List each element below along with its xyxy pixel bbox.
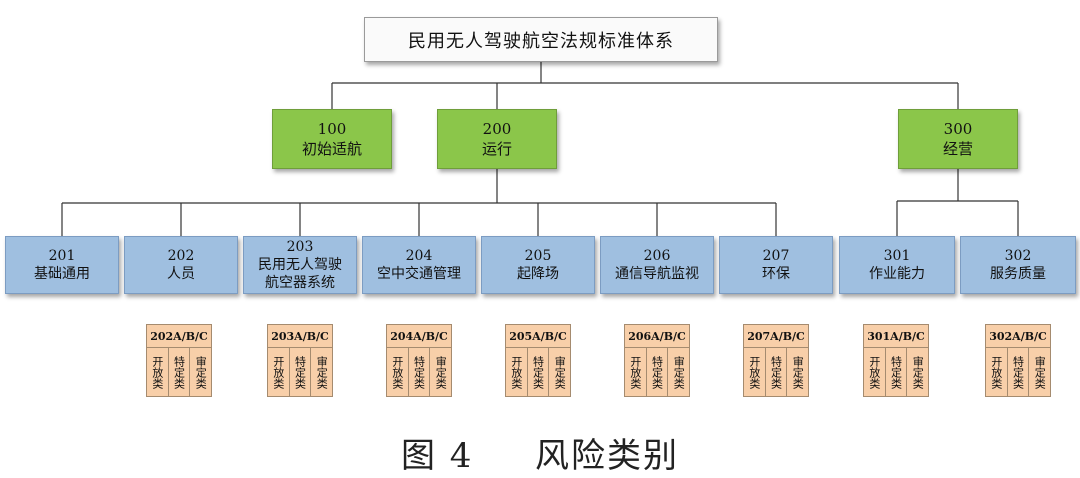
node-100-code: 100	[317, 120, 347, 138]
node-200-name: 运行	[481, 140, 512, 158]
node-203-name: 民用无人驾驶	[258, 257, 342, 273]
node-300-code: 300	[943, 120, 973, 138]
node-200-code: 200	[482, 120, 512, 138]
category-certified: 审定类	[315, 356, 329, 389]
category-certified: 审定类	[911, 356, 925, 389]
node-205-name: 起降场	[517, 266, 559, 282]
category-open: 开放类	[864, 348, 886, 397]
node-206-name: 通信导航监视	[615, 266, 699, 282]
risk-group-202: 202A/B/C 开放类 特定类 审定类	[146, 324, 212, 397]
node-207-code: 207	[762, 248, 790, 264]
category-open: 开放类	[387, 348, 409, 397]
category-certified: 审定类	[434, 356, 448, 389]
node-302: 302 服务质量	[960, 236, 1076, 294]
risk-group-301: 301A/B/C 开放类 特定类 审定类	[863, 324, 929, 397]
node-205-code: 205	[524, 248, 552, 264]
node-301: 301 作业能力	[839, 236, 955, 294]
node-204: 204 空中交通管理	[362, 236, 476, 294]
node-203: 203 民用无人驾驶 航空器系统	[243, 236, 357, 294]
root-node: 民用无人驾驶航空法规标准体系	[364, 17, 718, 62]
risk-group-205: 205A/B/C 开放类 特定类 审定类	[505, 324, 571, 397]
risk-group-207: 207A/B/C 开放类 特定类 审定类	[743, 324, 809, 397]
node-203-name-line2: 航空器系统	[265, 275, 335, 291]
node-301-name: 作业能力	[869, 266, 925, 282]
node-300-name: 经营	[942, 140, 973, 158]
node-301-code: 301	[883, 248, 911, 264]
risk-group-header: 204A/B/C	[387, 325, 451, 348]
node-202-name: 人员	[167, 266, 195, 282]
risk-group-header: 302A/B/C	[986, 325, 1050, 348]
category-certified: 审定类	[672, 356, 686, 389]
figure-label: 图 4	[400, 436, 474, 476]
node-207-name: 环保	[762, 266, 790, 282]
node-204-code: 204	[405, 248, 433, 264]
risk-group-header: 203A/B/C	[268, 325, 332, 348]
category-specific: 特定类	[766, 348, 788, 397]
node-201-name: 基础通用	[34, 266, 90, 282]
category-certified: 审定类	[791, 356, 805, 389]
risk-group-header: 206A/B/C	[625, 325, 689, 348]
node-207: 207 环保	[719, 236, 833, 294]
node-201: 201 基础通用	[5, 236, 119, 294]
category-specific: 特定类	[886, 348, 908, 397]
category-certified: 审定类	[1033, 356, 1047, 389]
figure-caption: 图 4 风险类别	[0, 428, 1080, 477]
risk-group-header: 205A/B/C	[506, 325, 570, 348]
risk-group-header: 301A/B/C	[864, 325, 928, 348]
node-300: 300 经营	[898, 109, 1018, 169]
category-open: 开放类	[986, 348, 1008, 397]
node-200: 200 运行	[437, 109, 557, 169]
category-specific: 特定类	[1008, 348, 1030, 397]
risk-group-header: 202A/B/C	[147, 325, 211, 348]
node-100: 100 初始适航	[272, 109, 392, 169]
category-open: 开放类	[744, 348, 766, 397]
node-203-code: 203	[286, 239, 314, 255]
category-specific: 特定类	[647, 348, 669, 397]
category-specific: 特定类	[169, 348, 191, 397]
node-100-name: 初始适航	[301, 140, 362, 158]
figure-title: 风险类别	[535, 436, 680, 476]
node-302-code: 302	[1004, 248, 1032, 264]
root-title: 民用无人驾驶航空法规标准体系	[408, 30, 674, 52]
node-202: 202 人员	[124, 236, 238, 294]
node-205: 205 起降场	[481, 236, 595, 294]
category-open: 开放类	[506, 348, 528, 397]
risk-group-204: 204A/B/C 开放类 特定类 审定类	[386, 324, 452, 397]
category-specific: 特定类	[290, 348, 312, 397]
node-204-name: 空中交通管理	[377, 266, 461, 282]
node-201-code: 201	[48, 248, 76, 264]
category-certified: 审定类	[194, 356, 208, 389]
category-specific: 特定类	[528, 348, 550, 397]
risk-group-206: 206A/B/C 开放类 特定类 审定类	[624, 324, 690, 397]
category-certified: 审定类	[553, 356, 567, 389]
risk-group-302: 302A/B/C 开放类 特定类 审定类	[985, 324, 1051, 397]
node-206-code: 206	[643, 248, 671, 264]
category-open: 开放类	[268, 348, 290, 397]
risk-group-header: 207A/B/C	[744, 325, 808, 348]
node-302-name: 服务质量	[990, 266, 1046, 282]
risk-group-203: 203A/B/C 开放类 特定类 审定类	[267, 324, 333, 397]
category-open: 开放类	[147, 348, 169, 397]
category-specific: 特定类	[409, 348, 431, 397]
node-202-code: 202	[167, 248, 195, 264]
node-206: 206 通信导航监视	[600, 236, 714, 294]
category-open: 开放类	[625, 348, 647, 397]
